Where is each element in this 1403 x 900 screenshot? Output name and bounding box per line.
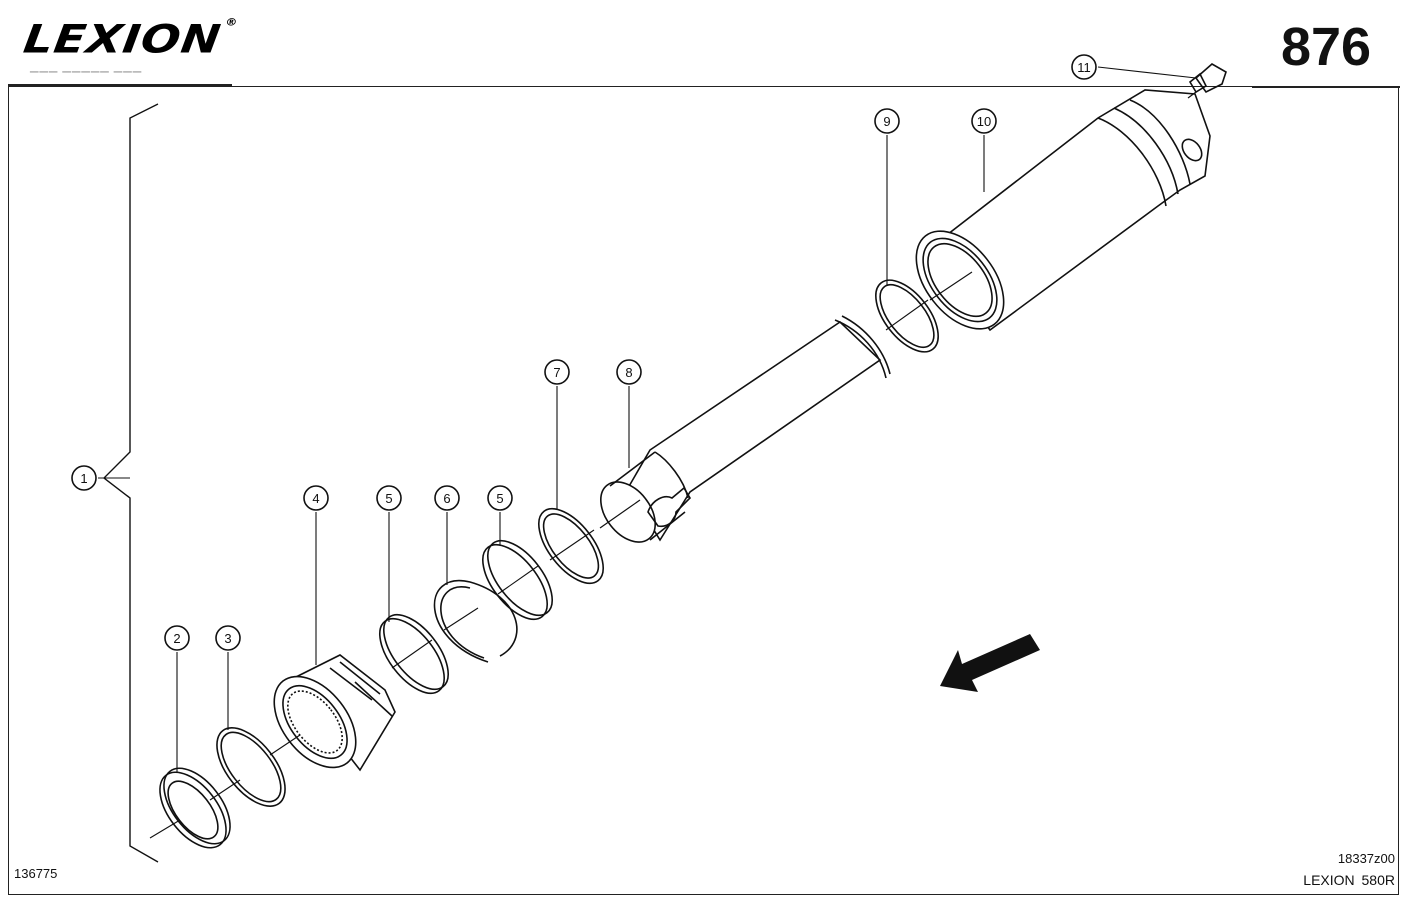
assembly-bracket xyxy=(102,103,159,863)
part-6-snap-ring[interactable] xyxy=(433,579,518,663)
svg-text:3: 3 xyxy=(224,631,231,646)
callout-3: 3 xyxy=(215,625,241,651)
svg-text:1: 1 xyxy=(80,471,87,486)
callout-8: 8 xyxy=(616,359,642,385)
callout-7: 7 xyxy=(544,359,570,385)
svg-text:5: 5 xyxy=(496,491,503,506)
svg-text:4: 4 xyxy=(312,491,319,506)
part-7-ring[interactable] xyxy=(527,498,616,594)
callout-5b: 5 xyxy=(487,485,513,511)
callout-11: 11 xyxy=(1071,54,1097,80)
part-8-piston-rod[interactable] xyxy=(590,315,891,552)
reference-code: 18337z00 xyxy=(1337,851,1395,866)
callout-9: 9 xyxy=(874,108,900,134)
model-name: LEXION 580R xyxy=(1303,872,1395,888)
svg-text:7: 7 xyxy=(553,365,560,380)
assembly-axis-lines xyxy=(149,271,973,839)
svg-text:10: 10 xyxy=(977,114,991,129)
callout-leaders xyxy=(98,66,1197,772)
callout-5a: 5 xyxy=(376,485,402,511)
svg-text:2: 2 xyxy=(173,631,180,646)
svg-text:6: 6 xyxy=(443,491,450,506)
callout-10: 10 xyxy=(971,108,997,134)
drawing-number: 136775 xyxy=(14,866,58,881)
logo-subtext: ▁▁▁ ▁▁▁▁▁ ▁▁▁ xyxy=(30,61,143,73)
part-4-gland-nut[interactable] xyxy=(258,654,396,783)
svg-text:11: 11 xyxy=(1077,60,1091,75)
part-10-cylinder-barrel[interactable] xyxy=(899,89,1211,345)
page-number: 876 xyxy=(1280,17,1372,77)
svg-text:5: 5 xyxy=(385,491,392,506)
svg-text:9: 9 xyxy=(883,114,890,129)
part-5-support-ring-upper[interactable] xyxy=(471,530,565,630)
page-number-rule xyxy=(1252,86,1400,88)
part-11-bleed-screw[interactable] xyxy=(1187,63,1227,99)
callout-4: 4 xyxy=(303,485,329,511)
callout-2: 2 xyxy=(164,625,190,651)
part-2-seal-ring[interactable] xyxy=(147,757,243,860)
drawing-frame xyxy=(8,86,1399,895)
svg-text:8: 8 xyxy=(625,365,632,380)
logo-underline xyxy=(8,84,232,86)
direction-arrow xyxy=(940,634,1040,692)
part-3-o-ring[interactable] xyxy=(204,716,298,818)
leader-11 xyxy=(1097,66,1197,79)
callout-1: 1 xyxy=(71,465,97,491)
callout-6: 6 xyxy=(434,485,460,511)
